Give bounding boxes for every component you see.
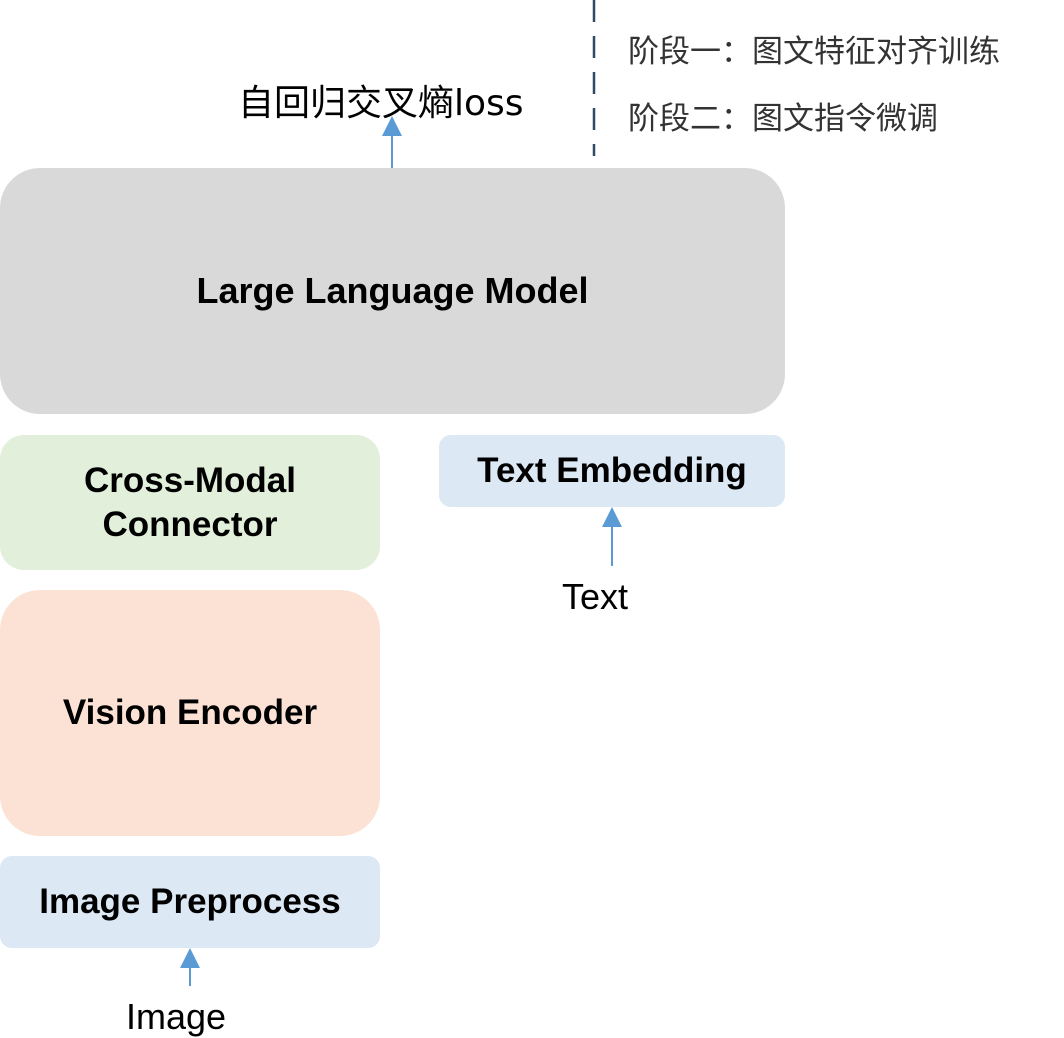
arrow-image-to-preprocess [180,948,200,986]
text-embedding-block: Text Embedding [439,435,785,507]
vision-encoder-label: Vision Encoder [62,693,318,732]
text-input-label: Text [562,576,629,617]
image-preprocess-label: Image Preprocess [39,882,341,921]
large-language-model-block: Large Language Model [0,168,785,414]
large-language-model-label: Large Language Model [196,270,589,311]
text-embedding-label: Text Embedding [477,451,747,490]
cross-modal-connector-label-line1: Cross-Modal [84,460,296,500]
cross-modal-connector-block: Cross-Modal Connector [0,435,380,570]
loss-label: 自回归交叉熵loss [238,83,524,124]
vision-encoder-block: Vision Encoder [0,590,380,836]
image-preprocess-block: Image Preprocess [0,856,380,948]
legend-stage-one: 阶段一：图文特征对齐训练 [628,34,1000,70]
cross-modal-connector-label-line2: Connector [102,504,278,544]
arrow-text-to-embedding [602,507,622,566]
image-input-label: Image [126,996,227,1037]
legend-stage-two: 阶段二：图文指令微调 [628,101,938,137]
arrow-llm-to-loss [382,116,402,168]
